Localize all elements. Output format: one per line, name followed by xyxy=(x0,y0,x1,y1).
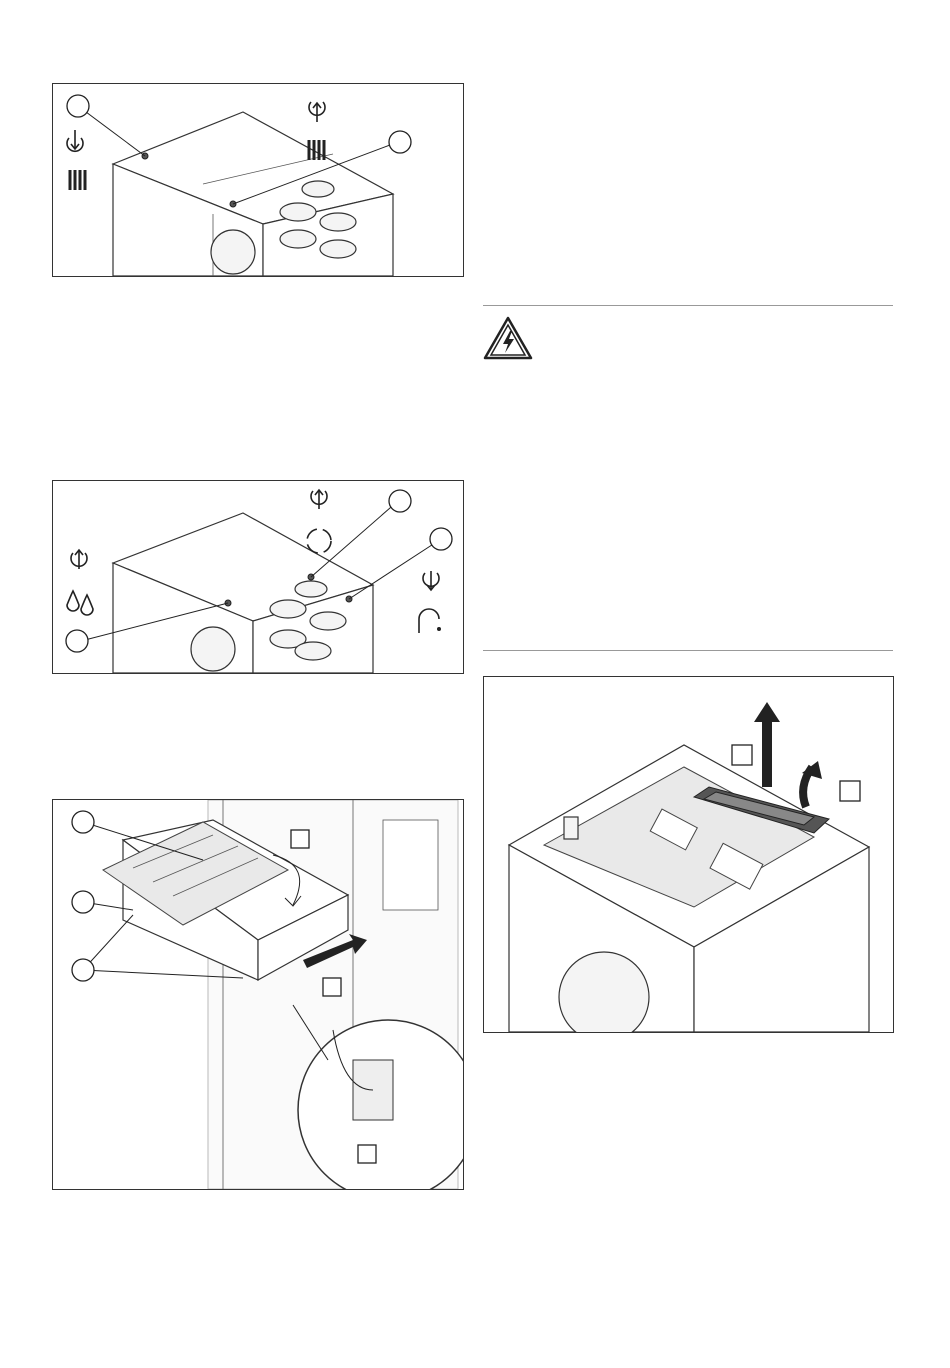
water-connections-drawing xyxy=(53,481,463,673)
drain-icon xyxy=(419,571,441,633)
callout-2 xyxy=(389,131,411,153)
callout-1 xyxy=(72,811,94,833)
step-box-2 xyxy=(323,978,341,996)
heating-return-icon xyxy=(67,130,85,190)
circulation-icon xyxy=(307,490,331,553)
figure-cover-removal xyxy=(483,676,894,1033)
step-box-1 xyxy=(732,745,752,765)
heating-connections-drawing xyxy=(53,84,463,276)
electric-shock-warning xyxy=(483,316,533,360)
callout-3 xyxy=(430,528,452,550)
section-divider-bottom xyxy=(483,650,893,651)
callout-1 xyxy=(67,95,89,117)
callout-2 xyxy=(389,490,411,512)
step-box-2 xyxy=(840,781,860,801)
cover-removal-drawing xyxy=(484,677,893,1032)
condensate-out-icon xyxy=(67,550,93,615)
figure-heating-connections xyxy=(52,83,464,277)
callout-2 xyxy=(72,891,94,913)
electric-shock-warning-icon xyxy=(483,316,533,360)
figure-drip-tray-removal xyxy=(52,799,464,1190)
callout-3 xyxy=(72,959,94,981)
step-box-1 xyxy=(291,830,309,848)
callout-1 xyxy=(66,630,88,652)
step-box-3 xyxy=(358,1145,376,1163)
figure-water-connections xyxy=(52,480,464,674)
section-divider-top xyxy=(483,305,893,306)
drip-tray-drawing xyxy=(53,800,463,1189)
